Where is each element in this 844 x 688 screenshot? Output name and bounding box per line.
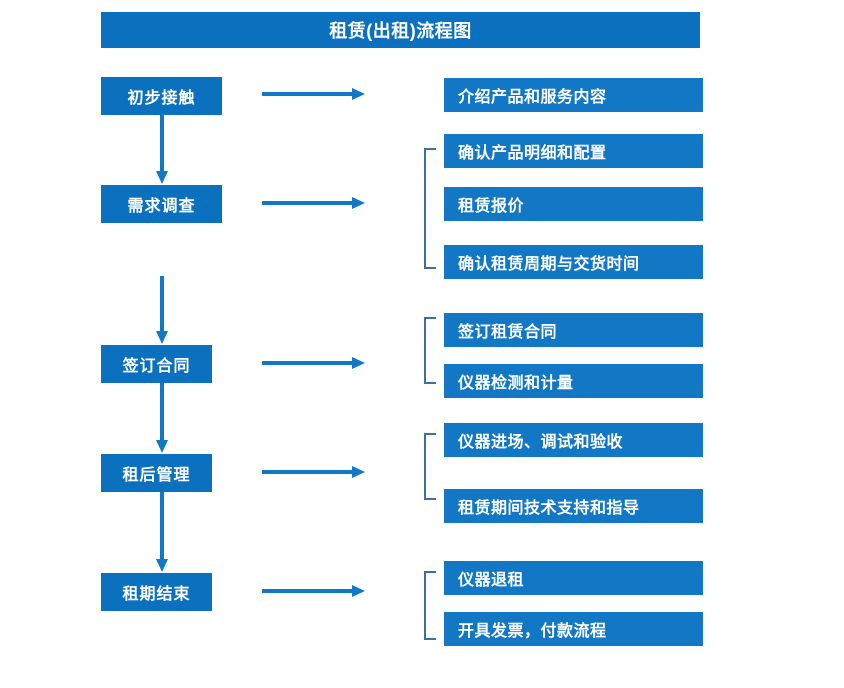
arrow-right-icon-5 xyxy=(262,585,365,597)
stage-box-3[interactable]: 签订合同 xyxy=(101,345,212,383)
detail-box-9[interactable]: 仪器退租 xyxy=(444,561,703,595)
detail-box-10[interactable]: 开具发票，付款流程 xyxy=(444,612,703,646)
arrow-right-icon-3 xyxy=(262,357,365,369)
detail-box-1[interactable]: 介绍产品和服务内容 xyxy=(444,78,703,112)
arrow-right-icon-1 xyxy=(262,88,365,100)
detail-box-8[interactable]: 租赁期间技术支持和指导 xyxy=(444,489,703,523)
detail-box-4[interactable]: 确认租赁周期与交货时间 xyxy=(444,245,703,279)
detail-box-5[interactable]: 签订租赁合同 xyxy=(444,313,703,347)
stage-box-4[interactable]: 租后管理 xyxy=(101,454,212,492)
group-bracket-management xyxy=(418,433,438,500)
detail-box-6[interactable]: 仪器检测和计量 xyxy=(444,364,703,398)
group-bracket-requirements xyxy=(418,148,438,269)
detail-box-3[interactable]: 租赁报价 xyxy=(444,187,703,221)
stage-box-1[interactable]: 初步接触 xyxy=(101,77,222,115)
arrow-down-icon-3 xyxy=(156,383,168,453)
group-bracket-contract xyxy=(418,317,438,384)
stage-box-5[interactable]: 租期结束 xyxy=(101,573,212,611)
arrow-right-icon-4 xyxy=(262,466,365,478)
arrow-right-icon-2 xyxy=(262,197,365,209)
arrow-down-icon-2 xyxy=(156,276,168,344)
arrow-down-icon-1 xyxy=(156,115,168,184)
group-bracket-termination xyxy=(418,571,438,640)
detail-box-7[interactable]: 仪器进场、调试和验收 xyxy=(444,423,703,457)
arrow-down-icon-4 xyxy=(156,492,168,572)
detail-box-2[interactable]: 确认产品明细和配置 xyxy=(444,134,703,168)
stage-box-2[interactable]: 需求调查 xyxy=(101,185,222,223)
page-title: 租赁(出租)流程图 xyxy=(101,12,700,48)
